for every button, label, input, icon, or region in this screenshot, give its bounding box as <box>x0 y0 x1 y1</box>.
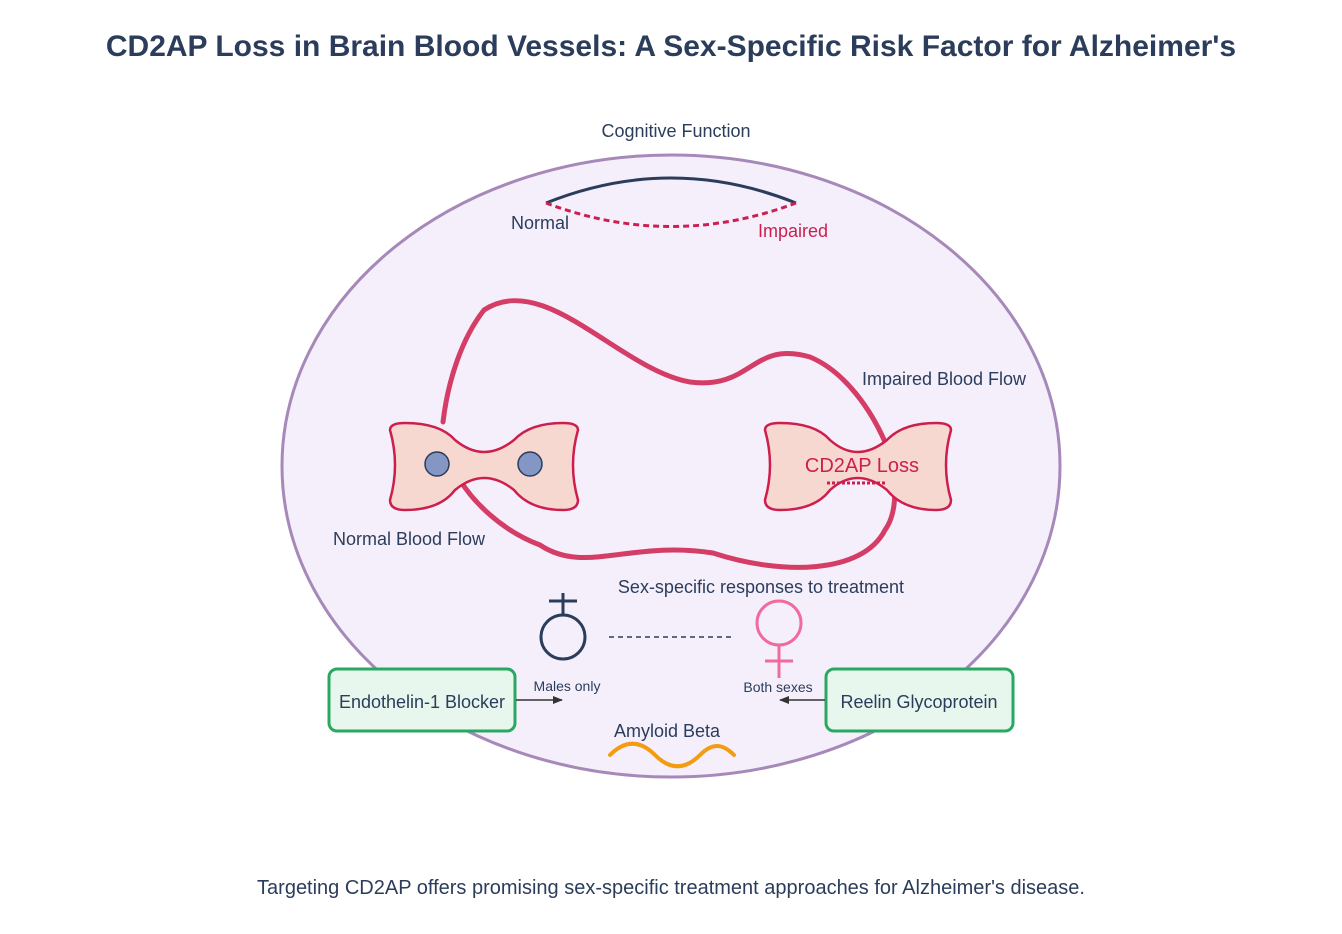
cd2ap-loss-label: CD2AP Loss <box>805 455 919 477</box>
cognition-normal-curve <box>545 176 797 205</box>
normal-endothelial-cell <box>388 421 580 512</box>
impaired-blood-flow-label: Impaired Blood Flow <box>862 369 1027 389</box>
cd2ap-loss-endothelial-cell <box>763 421 953 512</box>
brain-outline <box>280 153 1062 779</box>
blood-vessel-loop <box>440 298 898 570</box>
reelin-glycoprotein-label: Reelin Glycoprotein <box>840 692 997 712</box>
reelin-glycoprotein-box <box>824 667 1015 733</box>
cognition-impaired-label: Impaired <box>758 221 828 241</box>
normal-blood-flow-label: Normal Blood Flow <box>333 529 486 549</box>
sex-specific-heading: Sex-specific responses to treatment <box>618 577 904 597</box>
male-symbol-icon <box>539 593 587 661</box>
footer-caption: Targeting CD2AP offers promising sex-spe… <box>257 877 1085 899</box>
cognition-normal-label: Normal <box>511 213 569 233</box>
endothelin-blocker-box <box>327 667 517 733</box>
cell-nucleus-left <box>424 451 450 477</box>
males-only-label: Males only <box>534 678 601 694</box>
amyloid-beta-label: Amyloid Beta <box>614 721 721 741</box>
female-symbol-icon <box>755 599 803 678</box>
cell-nucleus-right <box>517 451 543 477</box>
cognition-impaired-curve <box>545 201 797 228</box>
cognitive-function-heading: Cognitive Function <box>601 121 750 141</box>
both-sexes-label: Both sexes <box>743 679 812 695</box>
page-title: CD2AP Loss in Brain Blood Vessels: A Sex… <box>106 30 1236 63</box>
endothelin-blocker-label: Endothelin-1 Blocker <box>339 692 505 712</box>
amyloid-beta-squiggle <box>608 741 736 769</box>
